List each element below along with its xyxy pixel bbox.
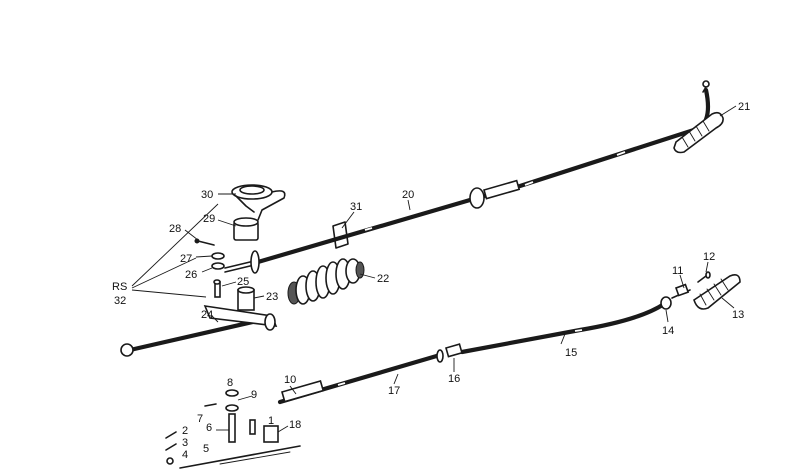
label-17: 17 xyxy=(388,385,400,397)
sleeve-29 xyxy=(233,217,259,241)
label-21: 21 xyxy=(738,101,750,113)
washers-27 xyxy=(211,252,225,270)
label-31: 31 xyxy=(350,201,362,213)
label-11: 11 xyxy=(672,265,683,277)
bolt-25 xyxy=(213,279,221,298)
label-13: 13 xyxy=(732,309,744,321)
label-23: 23 xyxy=(266,291,278,303)
bellows-22 xyxy=(287,258,365,305)
label-7: 7 xyxy=(197,413,203,425)
label-6: 6 xyxy=(206,422,212,434)
label-rs: RS xyxy=(112,281,127,293)
label-16: 16 xyxy=(448,373,460,385)
leader-lines xyxy=(131,105,737,433)
label-14: 14 xyxy=(662,325,674,337)
boot-21 xyxy=(673,111,724,154)
label-4: 4 xyxy=(182,449,188,461)
label-25: 25 xyxy=(237,276,249,288)
label-3: 3 xyxy=(182,437,188,449)
label-18: 18 xyxy=(289,419,301,431)
lever-24 xyxy=(120,304,278,357)
part-labels: 21 20 31 30 29 28 27 26 25 23 22 24 RS 3… xyxy=(112,101,750,461)
bush-23 xyxy=(237,286,255,311)
label-20: 20 xyxy=(402,189,414,201)
label-2: 2 xyxy=(182,425,188,437)
spring-clip-30 xyxy=(231,184,286,221)
label-10: 10 xyxy=(284,374,296,386)
label-8: 8 xyxy=(227,377,233,389)
label-29: 29 xyxy=(203,213,215,225)
label-30: 30 xyxy=(201,189,213,201)
label-5: 5 xyxy=(203,443,209,455)
label-32: 32 xyxy=(114,295,126,307)
label-28: 28 xyxy=(169,223,181,235)
label-15: 15 xyxy=(565,347,577,359)
lower-cable-assembly xyxy=(277,271,711,405)
label-26: 26 xyxy=(185,269,197,281)
upper-cable-assembly xyxy=(224,80,711,274)
label-12: 12 xyxy=(703,251,715,263)
label-9: 9 xyxy=(251,389,257,401)
lower-small-parts xyxy=(165,389,301,469)
label-24: 24 xyxy=(201,309,213,321)
label-27: 27 xyxy=(180,253,192,265)
boot-13 xyxy=(693,274,741,310)
label-1: 1 xyxy=(268,415,274,427)
label-22: 22 xyxy=(377,273,389,285)
